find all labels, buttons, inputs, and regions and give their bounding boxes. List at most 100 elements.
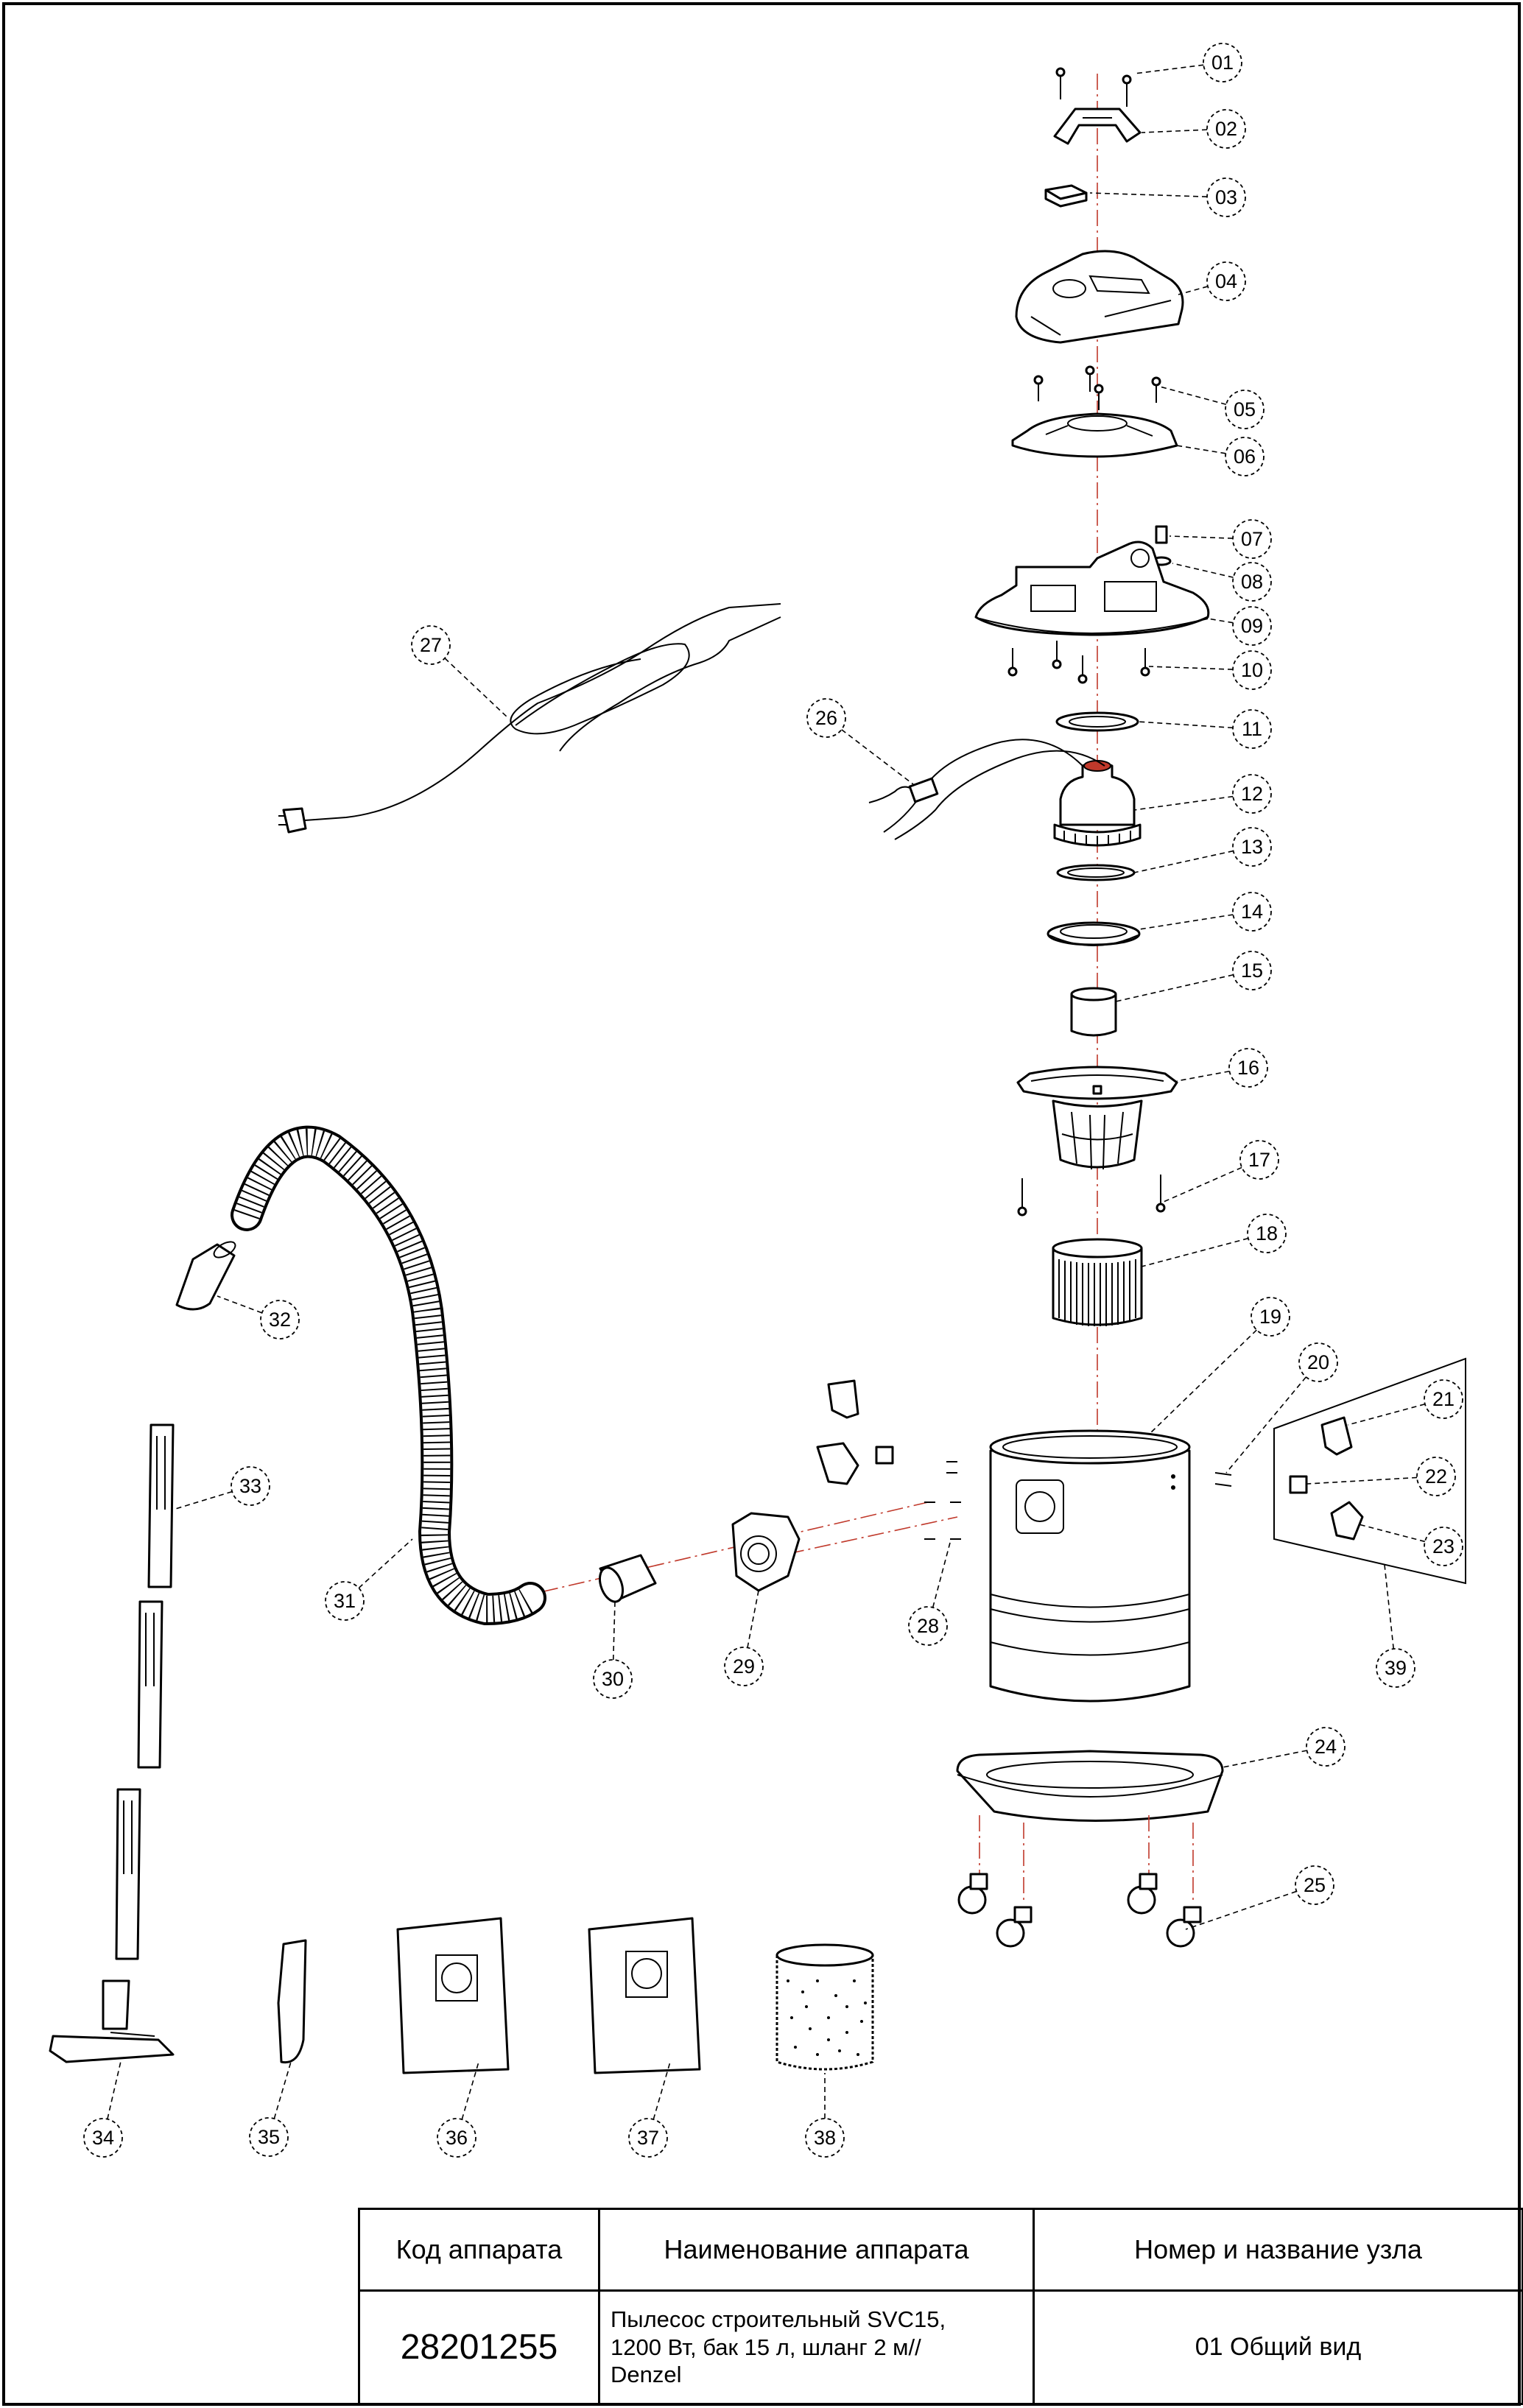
callout-number: 21 <box>1432 1388 1455 1410</box>
device-name-line-3: Denzel <box>611 2362 682 2388</box>
title-block: Код аппарата Наименование аппарата Номер… <box>358 2208 1523 2405</box>
callout-bubble <box>231 1466 270 1506</box>
callout-leader <box>1141 1237 1249 1267</box>
callout-11: 11 <box>1137 709 1272 749</box>
callout-bubble <box>1225 390 1265 429</box>
device-name-line-1: Пылесос строительный SVC15, <box>611 2306 946 2332</box>
callout-bubble <box>1232 827 1272 867</box>
callout-27: 27 <box>411 625 509 719</box>
callout-number: 22 <box>1425 1465 1447 1488</box>
callout-bubble <box>1232 709 1272 749</box>
callout-number: 18 <box>1256 1222 1278 1245</box>
callout-leader <box>1137 721 1234 729</box>
callout-bubble <box>1295 1865 1334 1905</box>
callout-leader <box>1148 1329 1257 1435</box>
callout-number: 08 <box>1241 571 1263 593</box>
callout-leader <box>1139 914 1234 930</box>
callout-leader <box>1358 1524 1426 1543</box>
callout-leader <box>1176 445 1226 454</box>
callout-bubble <box>1228 1048 1268 1088</box>
callout-bubble <box>1232 650 1272 690</box>
inlet-axis <box>787 1516 958 1555</box>
part-06-housing-cover <box>1011 412 1178 458</box>
part-19-tank <box>989 1429 1191 1703</box>
header-node: Номер и название узла <box>1033 2208 1523 2292</box>
callout-leader <box>1141 129 1208 133</box>
callout-33: 33 <box>172 1466 270 1510</box>
callout-leader <box>107 2057 122 2119</box>
callout-leader <box>1178 286 1209 295</box>
part-17-screws <box>1017 1175 1166 1217</box>
callout-leader <box>461 2061 479 2120</box>
callout-number: 38 <box>814 2127 836 2149</box>
callout-number: 27 <box>420 634 442 656</box>
callout-17: 17 <box>1163 1140 1279 1203</box>
callout-number: 09 <box>1241 615 1263 637</box>
part-21-latch <box>1320 1416 1353 1456</box>
callout-number: 28 <box>917 1615 939 1637</box>
callout-number: 06 <box>1234 446 1256 468</box>
part-07-screw <box>1155 525 1168 544</box>
callout-bubble <box>411 625 451 665</box>
callout-06: 06 <box>1176 437 1265 476</box>
callout-number: 14 <box>1241 901 1263 923</box>
callout-29: 29 <box>724 1590 764 1686</box>
callout-bubble <box>1232 519 1272 559</box>
callout-bubble <box>260 1300 300 1339</box>
callout-leader <box>1169 535 1234 539</box>
part-36-paper-bag <box>396 1917 510 2074</box>
callout-number: 11 <box>1242 718 1262 740</box>
callout-bubble <box>1232 774 1272 814</box>
callout-bubble <box>437 2118 476 2158</box>
callout-leader <box>1225 1376 1306 1474</box>
callout-14: 14 <box>1139 892 1272 932</box>
callout-leader <box>1089 192 1208 197</box>
callout-bubble <box>805 2118 845 2158</box>
latch-assembly-left <box>816 1379 894 1485</box>
callout-25: 25 <box>1185 1865 1334 1930</box>
callout-number: 39 <box>1385 1657 1407 1679</box>
callout-leader <box>747 1590 759 1648</box>
part-02-handle <box>1053 108 1142 145</box>
callout-bubble <box>1232 892 1272 932</box>
callout-number: 33 <box>239 1475 261 1497</box>
callout-number: 13 <box>1241 836 1263 858</box>
part-30-hose-cuff <box>598 1554 657 1603</box>
callout-number: 35 <box>258 2126 280 2148</box>
header-name: Наименование аппарата <box>598 2208 1035 2292</box>
callout-layer: 0102030405060708091011121314151617181920… <box>83 43 1463 2158</box>
callout-23: 23 <box>1358 1524 1463 1566</box>
callout-10: 10 <box>1148 650 1272 690</box>
part-25-casters <box>957 1815 1202 1948</box>
callout-09: 09 <box>1207 606 1272 646</box>
part-11-gasket <box>1055 711 1139 732</box>
callout-bubble <box>83 2118 123 2158</box>
part-14-ring <box>1047 921 1141 946</box>
callout-leader <box>1347 1403 1426 1426</box>
callout-leader <box>1148 666 1234 670</box>
device-name: Пылесос строительный SVC15, 1200 Вт, бак… <box>598 2289 1035 2405</box>
part-26-wiring <box>868 739 1105 840</box>
callout-leader <box>841 729 914 785</box>
part-16-filter-holder <box>1016 1066 1178 1170</box>
part-24-base <box>956 1750 1224 1822</box>
callout-bubble <box>1247 1214 1287 1253</box>
part-01-screws <box>1055 67 1132 107</box>
part-23-buckle <box>1330 1501 1364 1541</box>
callout-number: 15 <box>1241 960 1263 982</box>
part-31-hose <box>231 1125 546 1626</box>
callout-bubble <box>1251 1297 1290 1337</box>
callout-leader <box>1133 795 1234 811</box>
part-13-seal <box>1056 864 1136 881</box>
callout-leader <box>1185 1890 1297 1930</box>
callout-leader <box>1384 1564 1395 1650</box>
callout-bubble <box>1306 1727 1346 1767</box>
callout-bubble <box>806 698 846 738</box>
callout-number: 31 <box>334 1590 356 1612</box>
callout-bubble <box>1232 562 1272 602</box>
callout-number: 10 <box>1241 659 1263 681</box>
callout-bubble <box>1225 437 1265 476</box>
part-15-sleeve <box>1070 987 1117 1037</box>
